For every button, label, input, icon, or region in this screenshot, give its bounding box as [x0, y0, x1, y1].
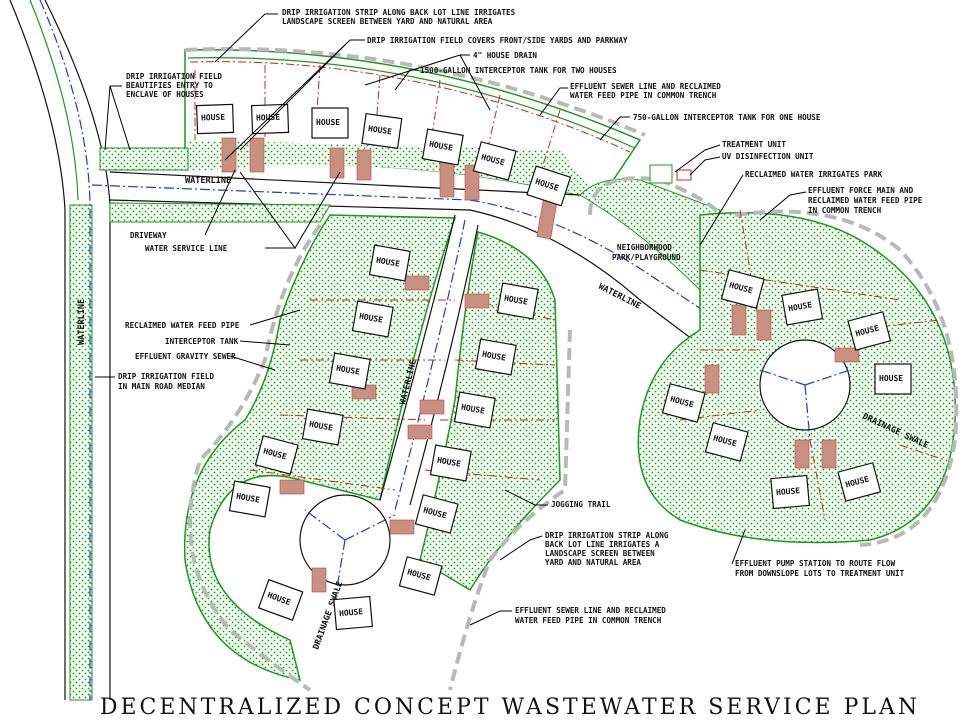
svg-text:HOUSE: HOUSE: [339, 607, 364, 618]
annotation-median-field: DRIP IRRIGATION FIELD: [118, 372, 214, 381]
annotation-uv-unit: UV DISINFECTION UNIT: [722, 152, 814, 161]
svg-text:HOUSE: HOUSE: [375, 256, 400, 269]
svg-text:HOUSE: HOUSE: [256, 113, 281, 123]
svg-text:HOUSE: HOUSE: [335, 364, 360, 377]
annotation-gravity-sewer: EFFLUENT GRAVITY SEWER: [135, 352, 236, 361]
annotation-common-trench-bottom: WATER FEED PIPE IN COMMON TRENCH: [515, 616, 662, 625]
annotation-tank-750: 750-GALLON INTERCEPTOR TANK FOR ONE HOUS…: [633, 113, 821, 122]
house: HOUSE: [361, 112, 403, 150]
annotation-water-service: WATER SERVICE LINE: [145, 244, 228, 253]
house: HOUSE: [453, 391, 496, 429]
park-playground: [579, 178, 721, 292]
annotation-common-trench-top: EFFLUENT SEWER LINE AND RECLAIMED: [570, 82, 721, 91]
annotation-driveway: DRIVEWAY: [130, 231, 167, 240]
annotation-back-lot-strip-bottom: LANDSCAPE SCREEN BETWEEN: [545, 549, 655, 558]
annotation-tank-1500: 1500-GALLON INTERCEPTOR TANK FOR TWO HOU…: [420, 66, 617, 75]
house: HOUSE: [720, 269, 765, 309]
annotation-jogging-trail: JOGGING TRAIL: [551, 500, 611, 509]
top-street-waterline-label: WATERLINE: [185, 176, 231, 186]
annotation-back-lot-strip-top: LANDSCAPE SCREEN BETWEEN YARD AND NATURA…: [282, 17, 493, 26]
annotation-back-lot-strip-bottom: BACK LOT LINE IRRIGATES A: [545, 540, 660, 549]
svg-text:HOUSE: HOUSE: [436, 456, 461, 469]
annotation-pump-station: EFFLUENT PUMP STATION TO ROUTE FLOW: [735, 559, 895, 568]
house: HOUSE: [526, 165, 572, 207]
svg-text:HOUSE: HOUSE: [879, 374, 903, 383]
house: HOUSE: [472, 141, 517, 181]
house: HOUSE: [333, 595, 373, 631]
annotation-pump-station: FROM DOWNSLOPE LOTS TO TREATMENT UNIT: [735, 569, 905, 578]
annotation-interceptor-tank: INTERCEPTOR TANK: [165, 337, 239, 346]
house: HOUSE: [195, 103, 235, 135]
annotation-park: NEIGHBORHOOD: [617, 243, 672, 252]
house: HOUSE: [704, 422, 749, 462]
svg-text:HOUSE: HOUSE: [367, 124, 392, 136]
house: HOUSE: [847, 311, 892, 351]
svg-text:HOUSE: HOUSE: [503, 294, 528, 307]
house: HOUSE: [421, 128, 464, 166]
house: HOUSE: [351, 300, 394, 338]
median-irrigation-field: [69, 204, 93, 701]
annotation-common-trench-bottom: EFFLUENT SEWER LINE AND RECLAIMED: [515, 606, 666, 615]
house: HOUSE: [837, 462, 882, 502]
svg-text:HOUSE: HOUSE: [235, 492, 260, 505]
house: HOUSE: [228, 480, 271, 518]
house: HOUSE: [328, 352, 371, 390]
svg-text:HOUSE: HOUSE: [201, 113, 226, 123]
svg-text:HOUSE: HOUSE: [460, 403, 485, 416]
uv-disinfection-unit: [676, 169, 692, 181]
house: HOUSE: [770, 474, 810, 510]
house: HOUSE: [250, 103, 290, 135]
median-waterline-label: WATERLINE: [77, 299, 87, 345]
annotation-entry-field: BEAUTIFIES ENTRY TO: [126, 81, 213, 90]
svg-text:HOUSE: HOUSE: [428, 140, 453, 153]
annotation-house-drain: 4" HOUSE DRAIN: [473, 51, 537, 60]
svg-text:HOUSE: HOUSE: [481, 350, 506, 363]
main-road: WATERLINE: [9, 0, 111, 701]
treatment-unit: [649, 164, 673, 184]
house: HOUSE: [257, 578, 304, 621]
driveways: [221, 137, 860, 593]
annotation-back-lot-strip-top: DRIP IRRIGATION STRIP ALONG BACK LOT LIN…: [282, 8, 516, 17]
house: HOUSE: [474, 338, 517, 376]
annotation-force-main: EFFLUENT FORCE MAIN AND: [808, 186, 914, 195]
house: HOUSE: [496, 282, 539, 320]
annotation-front-side-yards: DRIP IRRIGATION FIELD COVERS FRONT/SIDE …: [367, 36, 628, 45]
house: HOUSE: [414, 494, 459, 534]
svg-text:HOUSE: HOUSE: [358, 312, 383, 325]
svg-text:HOUSE: HOUSE: [788, 300, 813, 313]
svg-text:HOUSE: HOUSE: [308, 420, 333, 433]
annotation-entry-field: DRIP IRRIGATION FIELD: [126, 72, 222, 81]
annotation-back-lot-strip-bottom: YARD AND NATURAL AREA: [545, 558, 641, 567]
house: HOUSE: [874, 363, 912, 395]
house: HOUSE: [311, 107, 349, 139]
house: HOUSE: [429, 444, 472, 482]
annotations: DRIP IRRIGATION STRIP ALONG BACK LOT LIN…: [118, 8, 923, 625]
annotation-force-main: RECLAIMED WATER FEED PIPE: [808, 196, 923, 205]
house: HOUSE: [301, 408, 344, 446]
annotation-park: PARK/PLAYGROUND: [612, 253, 681, 262]
svg-text:HOUSE: HOUSE: [776, 486, 801, 497]
annotation-common-trench-top: WATER FEED PIPE IN COMMON TRENCH: [570, 91, 717, 100]
house: HOUSE: [781, 288, 824, 326]
annotation-median-field: IN MAIN ROAD MEDIAN: [118, 382, 205, 391]
svg-text:HOUSE: HOUSE: [316, 118, 340, 127]
leader-lines: [95, 13, 807, 626]
houses: HOUSE HOUSE HOUSE HOUSE HOUSE HOUSE HOUS…: [195, 103, 912, 631]
plan-title: DECENTRALIZED CONCEPT WASTEWATER SERVICE…: [100, 695, 920, 720]
annotation-entry-field: ENCLAVE OF HOUSES: [126, 90, 204, 99]
annotation-force-main: IN COMMON TRENCH: [808, 206, 882, 215]
house: HOUSE: [254, 435, 299, 475]
house: HOUSE: [398, 556, 443, 596]
house: HOUSE: [661, 383, 706, 423]
annotation-treatment-unit: TREATMENT UNIT: [722, 140, 786, 149]
annotation-back-lot-strip-bottom: DRIP IRRIGATION STRIP ALONG: [545, 531, 669, 540]
annotation-park-irrigation: RECLAIMED WATER IRRIGATES PARK: [745, 170, 883, 179]
annotation-reclaimed-feed: RECLAIMED WATER FEED PIPE: [125, 321, 240, 330]
east-lots: DRAINAGE SWALE: [637, 164, 959, 547]
house: HOUSE: [368, 244, 411, 282]
